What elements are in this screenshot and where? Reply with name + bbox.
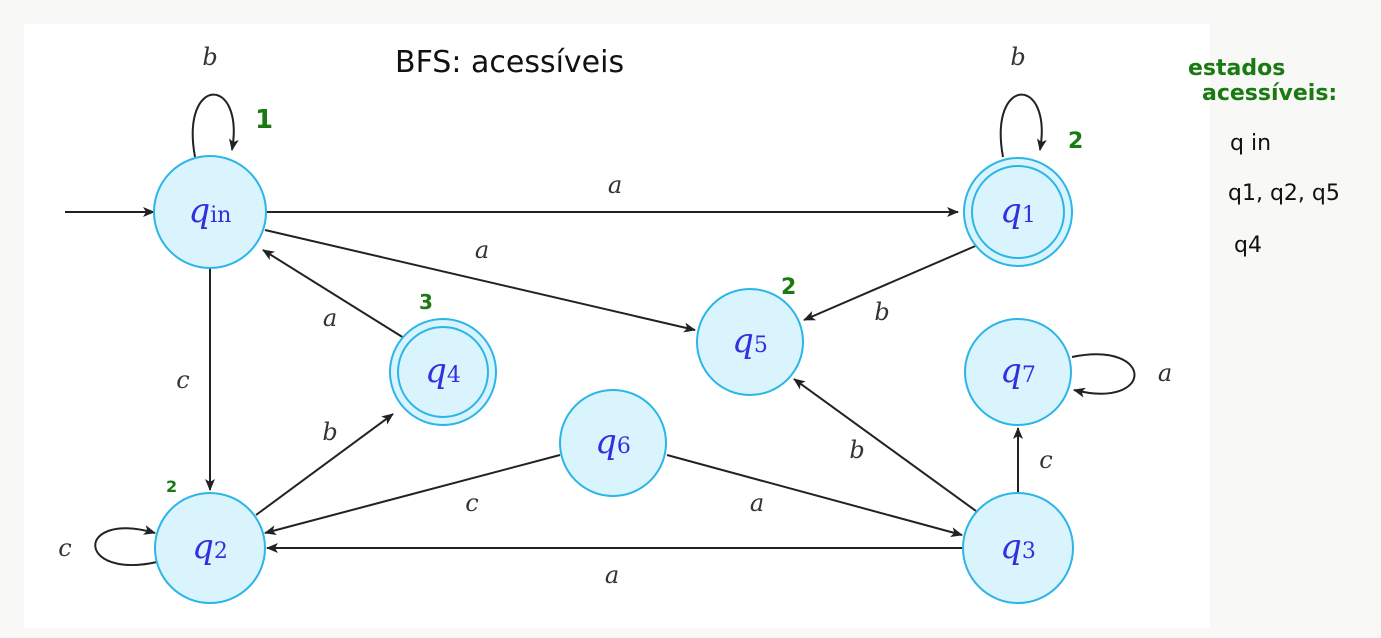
edge-qin-qin: [191, 93, 239, 158]
edge-label: a: [608, 171, 622, 199]
state-q3: q3: [962, 492, 1074, 604]
state-q7: q7: [964, 318, 1072, 426]
svg-text:q1: q1: [1000, 191, 1036, 231]
state-q6: q6: [559, 389, 667, 497]
side-note-line: q in: [1230, 131, 1271, 156]
edge-q2-q4: [255, 413, 394, 516]
side-note-heading: estados: [1188, 56, 1285, 81]
edge-label: b: [322, 418, 337, 446]
edge-label: a: [750, 489, 764, 517]
side-note-line: q1, q2, q5: [1228, 181, 1340, 206]
svg-text:q2: q2: [192, 527, 228, 567]
svg-text:q3: q3: [1000, 527, 1036, 567]
edge-q7-q7: [1071, 353, 1136, 398]
svg-text:q5: q5: [732, 321, 768, 361]
edge-label: a: [1158, 359, 1172, 387]
edge-label: c: [176, 366, 189, 394]
state-q5: q5: [696, 288, 804, 396]
side-note-line: q4: [1234, 233, 1262, 258]
svg-text:q6: q6: [595, 422, 631, 462]
state-q2: q2: [154, 492, 266, 604]
edge-label: b: [1010, 43, 1025, 71]
edge-label: c: [1039, 446, 1052, 474]
edge-label: a: [605, 561, 619, 589]
edge-q6-q2: [264, 454, 561, 536]
bfs-mark-q2: 2: [166, 477, 177, 496]
edge-label: c: [465, 489, 478, 517]
title-note: BFS: acessíveis: [395, 45, 624, 80]
bfs-mark-q4: 3: [419, 290, 433, 314]
bfs-mark-qin: 1: [255, 105, 273, 135]
state-q4: q4: [389, 318, 497, 426]
edge-qin-q5: [264, 229, 696, 333]
bfs-mark-q1: 2: [1068, 129, 1083, 154]
edge-q3-q5: [793, 378, 977, 512]
edge-label: b: [874, 298, 889, 326]
edge-q1-q1: [999, 93, 1047, 158]
edge-label: b: [849, 436, 864, 464]
state-q1: q1: [963, 157, 1073, 267]
edge-label: a: [475, 236, 489, 264]
svg-text:qin: qin: [189, 191, 232, 231]
edge-label: a: [323, 304, 337, 332]
edge-q2-q2: [94, 525, 158, 566]
edge-label: c: [58, 534, 71, 562]
edge-q1-q5: [803, 243, 981, 321]
svg-text:q4: q4: [425, 351, 461, 391]
svg-text:q7: q7: [1000, 351, 1036, 391]
edge-label: b: [202, 43, 217, 71]
edge-q4-qin: [262, 249, 405, 339]
edge-q6-q3: [666, 454, 963, 537]
state-qin: qin: [153, 155, 267, 269]
bfs-mark-q5: 2: [781, 275, 796, 300]
side-note-heading: acessíveis:: [1202, 81, 1337, 106]
